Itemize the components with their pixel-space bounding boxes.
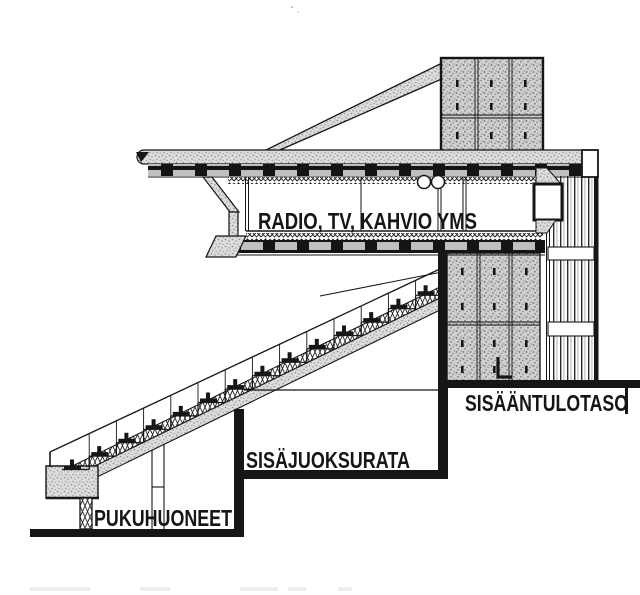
floor-edge-wedge [205, 235, 247, 258]
railing-mid-line [319, 271, 443, 297]
press-box-front-strut [201, 176, 241, 213]
bench-seat-profile [227, 379, 245, 390]
bench-seat-profile [336, 325, 353, 336]
ground-line-left [30, 529, 244, 537]
entrance-level-ground [443, 380, 640, 414]
bench-seat-profile [118, 432, 136, 443]
panel-anchor-marks [461, 268, 528, 373]
bench-seat-profile [145, 419, 163, 430]
roof-insulation-zigzag [228, 177, 543, 184]
curtain-wall [546, 166, 599, 380]
bench-seat-profile [91, 446, 109, 457]
print-artifact-caption [30, 587, 352, 591]
bench-seat-profile [64, 459, 81, 470]
floor-deck-ribs [238, 240, 545, 253]
bay-window-sill [535, 219, 557, 234]
curtain-wall-right-edge [594, 166, 599, 380]
bench-seat-profile [172, 405, 190, 416]
bench-seat-profile [281, 352, 299, 363]
dressing-rooms-label: PUKUHUONEET [94, 505, 232, 531]
bench-seat-profile [390, 298, 408, 309]
ground-edge-tick [625, 388, 628, 414]
floor-insulation-zigzag [246, 233, 543, 240]
dressing-room-left-wall [79, 497, 93, 530]
tribune-foot-block [45, 465, 99, 499]
roof-canopy [136, 149, 599, 184]
entrance-level-label: SISÄÄNTULOTASO [465, 390, 628, 416]
floor-slab-band [547, 246, 595, 261]
tower-lower [446, 252, 541, 382]
press-box-room [201, 167, 564, 258]
panel-anchor-marks [456, 80, 527, 139]
bench-seat-profile [254, 365, 272, 376]
railing-top-line [49, 267, 443, 453]
indoor-track-hall [234, 253, 448, 479]
press-room-label: RADIO, TV, KAHVIO YMS [258, 208, 477, 234]
ceiling-fixture [416, 174, 432, 190]
roof-tip-marker [136, 152, 149, 162]
tower-upper [439, 56, 545, 154]
indoor-track-label: SISÄJUOKSURATA [246, 447, 410, 473]
bench-seat-profile [417, 285, 435, 296]
bench-seat-profile [200, 392, 217, 403]
roof-right-parapet [581, 149, 599, 178]
roof-deck-ribs [148, 164, 588, 176]
bench-seat-profile [308, 338, 326, 349]
ceiling-fixture [430, 174, 446, 190]
hall-right-wall [438, 253, 448, 479]
dressing-room-right-wall [234, 409, 244, 530]
dressing-room-structure [30, 409, 244, 537]
bay-window [532, 182, 564, 222]
seating-steps [62, 267, 444, 471]
grandstand-structure [45, 267, 444, 500]
tower-base-notch [496, 357, 512, 379]
bench-seat-profile [363, 312, 381, 323]
print-artifact-dots [291, 6, 299, 13]
floor-slab-band [547, 321, 595, 337]
track-floor-line [234, 470, 448, 479]
ground-line-right [443, 380, 640, 388]
